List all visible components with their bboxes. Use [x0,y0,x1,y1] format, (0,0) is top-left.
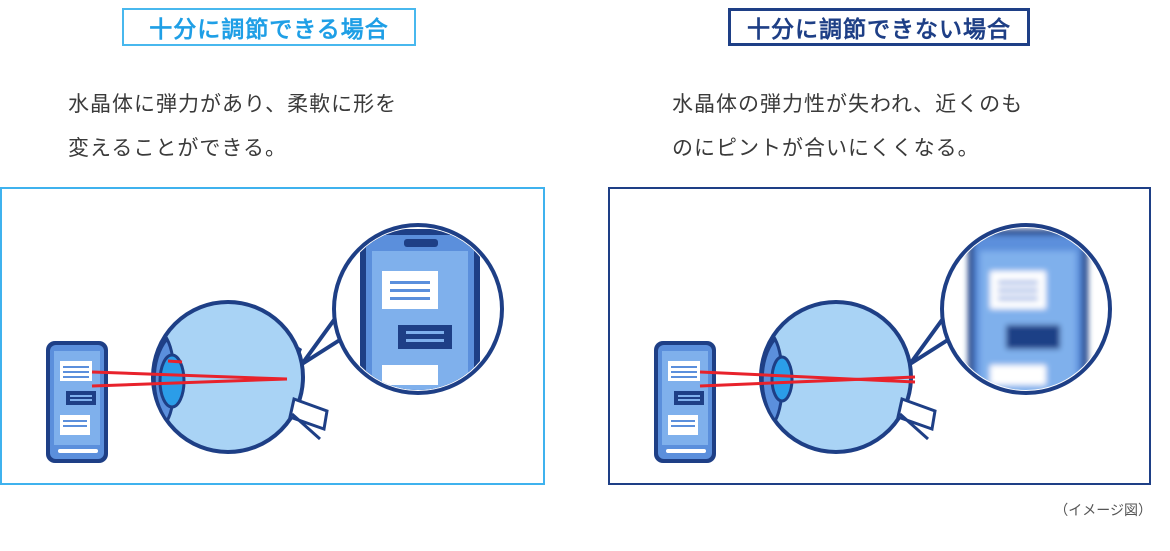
eye-focus-illustration [46,223,504,463]
panel-accommodation-ok: 十分に調節できる場合 水晶体に弾力があり、柔軟に形を 変えることができる。 [0,0,545,551]
panel-title: 十分に調節できる場合 [122,8,416,46]
illustration-frame [608,187,1151,485]
magnified-phone-bubble [300,223,504,395]
smartphone-icon [654,341,716,463]
illustration-frame [0,187,545,485]
description-line: のにピントが合いにくくなる。 [672,136,980,160]
light-ray [699,370,916,388]
eye-blur-illustration [654,223,1112,463]
smartphone-icon [46,341,108,463]
description-line: 水晶体の弾力性が失われ、近くのも [672,92,1024,116]
description-line: 変えることができる。 [68,136,287,160]
magnified-phone-bubble [908,223,1112,395]
description-line: 水晶体に弾力があり、柔軟に形を [68,92,398,116]
panel-title: 十分に調節できない場合 [728,8,1030,46]
panel-description: 水晶体の弾力性が失われ、近くのも のにピントが合いにくくなる。 [672,82,1112,170]
image-caption: （イメージ図） [1054,503,1152,519]
panel-description: 水晶体に弾力があり、柔軟に形を 変えることができる。 [68,82,498,170]
panel-accommodation-weak: 十分に調節できない場合 水晶体の弾力性が失われ、近くのも のにピントが合いにくく… [606,0,1151,551]
light-ray [91,359,288,388]
